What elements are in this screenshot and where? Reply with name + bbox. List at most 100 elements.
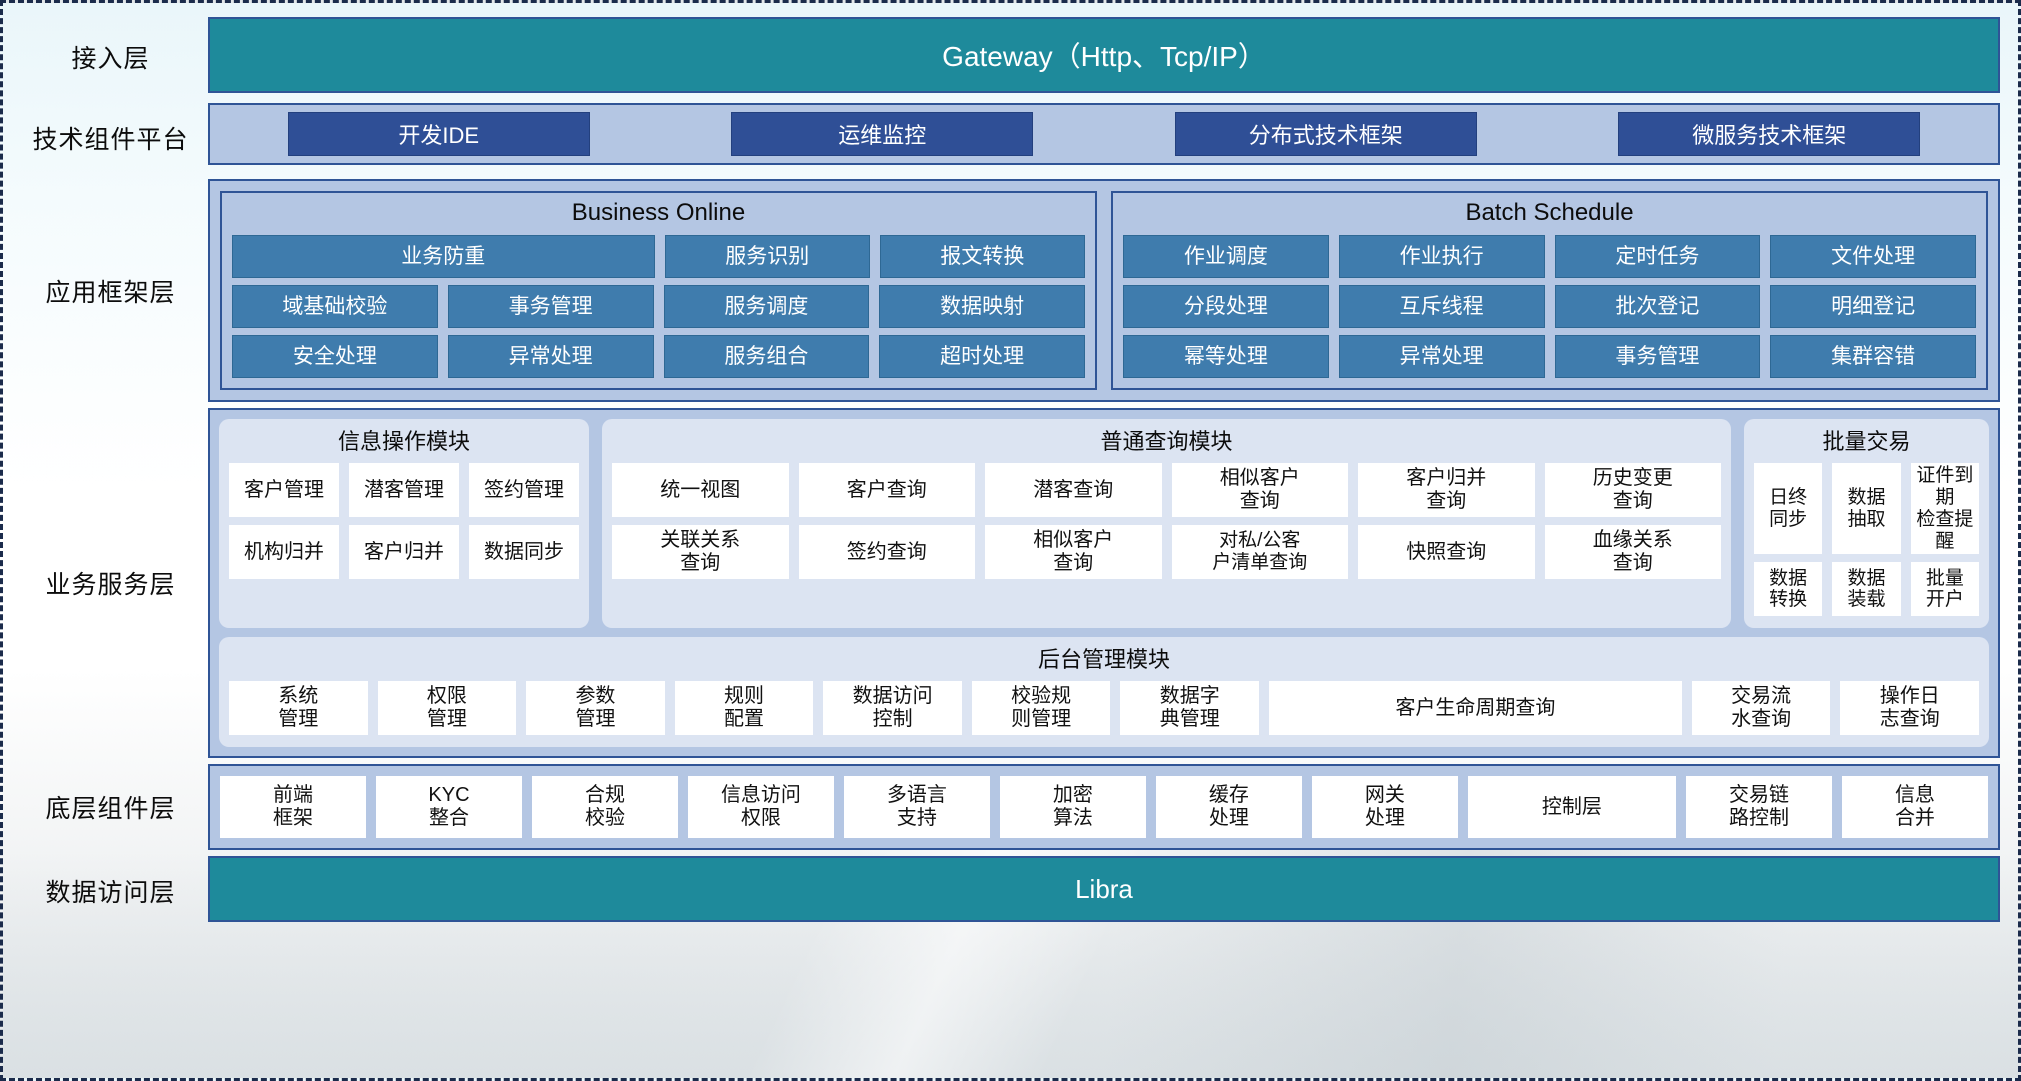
fw-chip-mutex-thread[interactable]: 互斥线程 [1338,285,1545,328]
framework-row: 幂等处理 异常处理 事务管理 集群容错 [1123,335,1976,378]
cell-prospect-query[interactable]: 潜客查询 [985,463,1162,517]
cell-customer-lifecycle-query[interactable]: 客户生命周期查询 [1269,681,1682,736]
cell-data-load[interactable]: 数据装载 [1832,562,1901,617]
cell-eod-sync[interactable]: 日终同步 [1754,463,1823,555]
tech-platform-band: 开发IDE 运维监控 分布式技术框架 微服务技术框架 [208,103,2000,165]
fw-chip-timeout-handling[interactable]: 超时处理 [879,335,1085,378]
module-backoffice-admin: 后台管理模块 系统管理 权限管理 参数管理 规则配置 数据访问控制 校验规则管理… [219,637,1989,748]
fw-chip-transaction-mgmt[interactable]: 事务管理 [447,285,654,328]
fw-chip-batch-exception-handling[interactable]: 异常处理 [1338,335,1545,378]
cell-data-sync[interactable]: 数据同步 [469,525,579,579]
fw-chip-security-handling[interactable]: 安全处理 [232,335,438,378]
cell-data-extract[interactable]: 数据抽取 [1832,463,1901,555]
fw-chip-message-transform[interactable]: 报文转换 [879,235,1085,278]
libra-bar: Libra [208,856,2000,923]
cell-info-access-permission[interactable]: 信息访问权限 [687,776,834,839]
framework-row: 安全处理 异常处理 服务组合 超时处理 [232,335,1085,378]
fw-chip-batch-transaction-mgmt[interactable]: 事务管理 [1554,335,1761,378]
layer-row-tech-platform: 技术组件平台 开发IDE 运维监控 分布式技术框架 微服务技术框架 [13,103,2000,173]
fw-chip-exception-handling[interactable]: 异常处理 [447,335,654,378]
layer-label-business-service: 业务服务层 [45,571,176,600]
cell-customer-query[interactable]: 客户查询 [798,463,975,517]
cell-control-layer[interactable]: 控制层 [1467,776,1676,839]
cell-customer-merge-query[interactable]: 客户归并查询 [1358,463,1535,517]
cell-info-merge[interactable]: 信息合并 [1841,776,1988,839]
cell-validation-rule-mgmt[interactable]: 校验规则管理 [971,681,1111,736]
tech-chip-microservice-framework[interactable]: 微服务技术框架 [1618,112,1921,156]
cell-transaction-flow-query[interactable]: 交易流水查询 [1691,681,1831,736]
business-service-band: 信息操作模块 客户管理 潜客管理 签约管理 机构归并 客户归并 [208,408,2000,759]
cell-unified-view[interactable]: 统一视图 [612,463,789,517]
cell-transaction-link-control[interactable]: 交易链路控制 [1685,776,1832,839]
cell-contract-mgmt[interactable]: 签约管理 [469,463,579,517]
module-info-operations: 信息操作模块 客户管理 潜客管理 签约管理 机构归并 客户归并 [219,419,589,629]
cell-gateway-handling[interactable]: 网关处理 [1311,776,1458,839]
fw-chip-timed-task[interactable]: 定时任务 [1554,235,1761,278]
cell-permission-mgmt[interactable]: 权限管理 [377,681,517,736]
fw-chip-detail-register[interactable]: 明细登记 [1770,285,1976,328]
tech-chip-distributed-framework[interactable]: 分布式技术框架 [1174,112,1477,156]
cell-customer-mgmt[interactable]: 客户管理 [229,463,339,517]
cell-batch-account-open[interactable]: 批量开户 [1910,562,1979,617]
module-grid: 统一视图 客户查询 潜客查询 相似客户查询 客户归并查询 历史变更查询 关联关系… [612,463,1721,579]
fw-chip-business-dedup[interactable]: 业务防重 [232,235,655,278]
module-row: 统一视图 客户查询 潜客查询 相似客户查询 客户归并查询 历史变更查询 [612,463,1721,517]
cell-org-merge[interactable]: 机构归并 [229,525,339,579]
layer-label-tech-platform: 技术组件平台 [32,126,189,154]
cell-compliance-check[interactable]: 合规校验 [531,776,678,839]
cell-operation-log-query[interactable]: 操作日志查询 [1840,681,1979,736]
cell-history-change-query[interactable]: 历史变更查询 [1544,463,1721,517]
fw-chip-cluster-fault-tolerance[interactable]: 集群容错 [1770,335,1976,378]
cell-contract-query[interactable]: 签约查询 [798,525,975,579]
framework-group-title: Batch Schedule [1465,199,1634,226]
access-layer-body: Gateway（Http、Tcp/IP） [208,17,2000,97]
fw-chip-batch-register[interactable]: 批次登记 [1554,285,1761,328]
framework-group-business-online: Business Online 业务防重 服务识别 报文转换 域基础校验 事务管… [220,191,1097,390]
module-row: 客户管理 潜客管理 签约管理 [229,463,579,517]
cell-data-transform[interactable]: 数据转换 [1754,562,1823,617]
module-title: 信息操作模块 [337,429,470,454]
cell-kinship-query[interactable]: 血缘关系查询 [1544,525,1721,579]
fw-chip-service-dispatch[interactable]: 服务调度 [663,285,870,328]
cell-customer-merge[interactable]: 客户归并 [349,525,459,579]
framework-row: 域基础校验 事务管理 服务调度 数据映射 [232,285,1085,328]
layer-label-data-access: 数据访问层 [45,879,176,908]
cell-parameter-mgmt[interactable]: 参数管理 [526,681,665,736]
cell-private-public-customer-list-query[interactable]: 对私/公客户清单查询 [1171,525,1348,579]
tech-chip-ide[interactable]: 开发IDE [287,112,590,156]
cell-rule-config[interactable]: 规则配置 [674,681,814,736]
fw-chip-job-execute[interactable]: 作业执行 [1338,235,1545,278]
fw-chip-domain-validate[interactable]: 域基础校验 [232,285,438,328]
fw-chip-segment-processing[interactable]: 分段处理 [1123,285,1329,328]
fw-chip-job-schedule[interactable]: 作业调度 [1123,235,1329,278]
module-grid: 日终同步 数据抽取 证件到期检查提醒 数据转换 数据装载 批量开户 [1754,463,1979,617]
cell-relation-query[interactable]: 关联关系查询 [612,525,789,579]
fw-chip-file-handling[interactable]: 文件处理 [1770,235,1976,278]
module-batch-transaction: 批量交易 日终同步 数据抽取 证件到期检查提醒 数据转换 数据装载 [1744,419,1989,629]
fw-chip-service-identify[interactable]: 服务识别 [664,235,870,278]
module-row: 机构归并 客户归并 数据同步 [229,525,579,579]
layer-label-access: 接入层 [71,45,150,73]
cell-data-access-control[interactable]: 数据访问控制 [823,681,962,736]
cell-frontend-framework[interactable]: 前端框架 [220,776,366,839]
fw-chip-service-composition[interactable]: 服务组合 [663,335,870,378]
cell-system-mgmt[interactable]: 系统管理 [229,681,368,736]
cell-snapshot-query[interactable]: 快照查询 [1358,525,1535,579]
fw-chip-idempotent-handling[interactable]: 幂等处理 [1123,335,1329,378]
cell-prospect-mgmt[interactable]: 潜客管理 [349,463,459,517]
cell-encryption-algorithm[interactable]: 加密算法 [999,776,1146,839]
cell-multilanguage-support[interactable]: 多语言支持 [843,776,990,839]
tech-chip-ops-monitor[interactable]: 运维监控 [731,112,1034,156]
cell-data-dictionary-mgmt[interactable]: 数据字典管理 [1120,681,1260,736]
cell-cache-handling[interactable]: 缓存处理 [1155,776,1302,839]
data-access-body: Libra [208,856,2000,926]
cell-id-expiry-reminder[interactable]: 证件到期检查提醒 [1910,463,1979,555]
cell-similar-customer-query-1[interactable]: 相似客户查询 [1171,463,1348,517]
cell-similar-customer-query-2[interactable]: 相似客户查询 [985,525,1162,579]
fw-chip-data-mapping[interactable]: 数据映射 [879,285,1085,328]
